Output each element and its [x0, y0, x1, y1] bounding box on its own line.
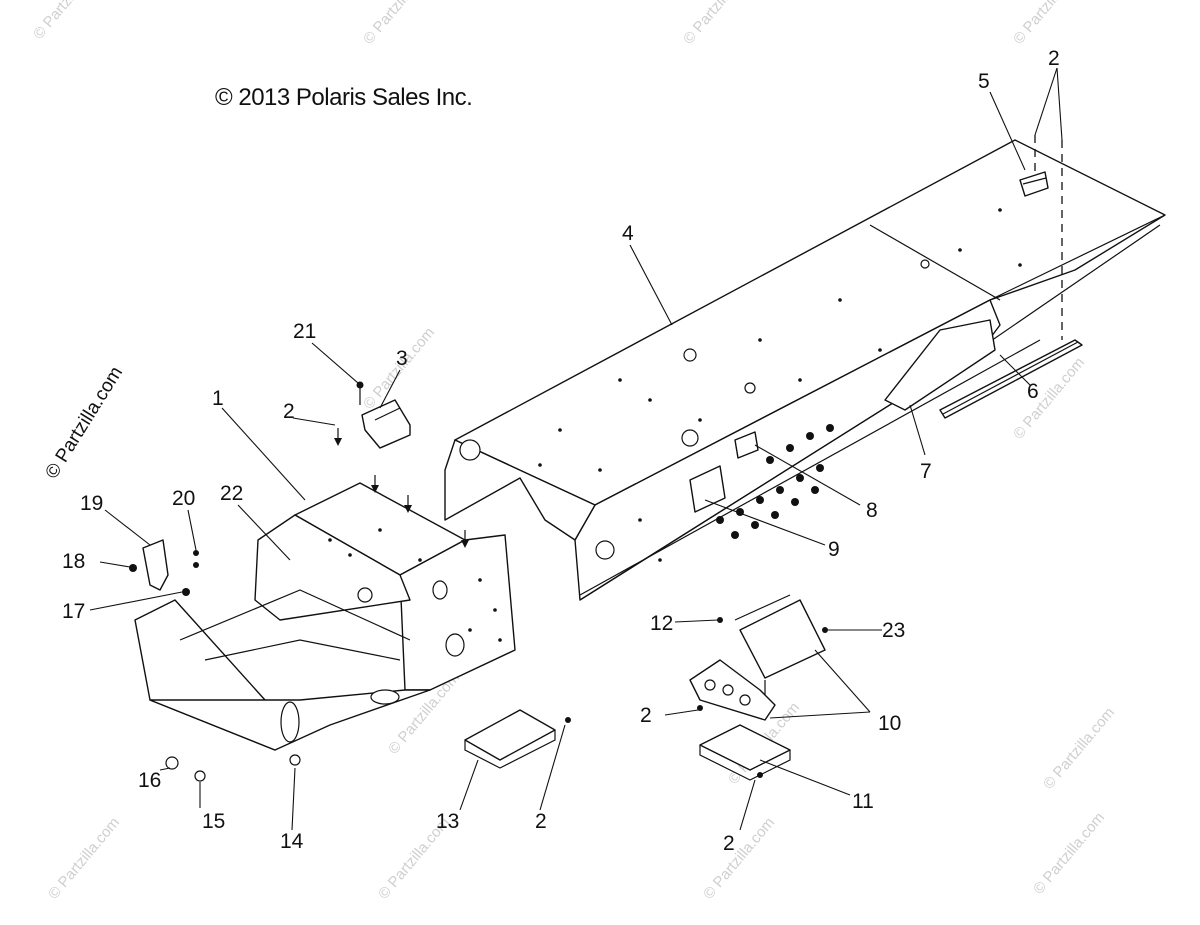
callout-2: 2: [723, 832, 735, 855]
fasteners: [129, 381, 828, 782]
callout-9: 9: [828, 538, 840, 561]
leader-lines: [89, 67, 1063, 831]
callout-6: 6: [1027, 380, 1039, 403]
watermark: © Partzilla.com: [1010, 0, 1088, 48]
tunnel-holes: [459, 208, 1022, 562]
bulkhead-opening: [280, 701, 300, 743]
watermark: © Partzilla.com: [1030, 809, 1108, 897]
plate-11-part: [699, 724, 791, 781]
callout-2: 2: [535, 810, 547, 833]
tunnel-reinforcement: [884, 319, 996, 411]
callout-22: 22: [220, 482, 243, 505]
callout-labels: 1 2 2 2 2 2 3 4 5 6 7 8 9 10 11 12 13 14…: [62, 47, 1060, 855]
tunnel-clip-part: [1019, 171, 1049, 197]
side-watermark: © Partzilla.com: [41, 363, 127, 483]
plate-13-part: [464, 709, 556, 769]
copyright-notice: © 2013 Polaris Sales Inc.: [215, 84, 473, 111]
callout-19: 19: [80, 492, 103, 515]
callout-2: 2: [640, 704, 652, 727]
watermark: © Partzilla.com: [700, 814, 778, 902]
watermark: © Partzilla.com: [30, 0, 108, 43]
callout-4: 4: [622, 222, 634, 245]
callout-17: 17: [62, 600, 85, 623]
callout-21: 21: [293, 320, 316, 343]
callout-2: 2: [283, 400, 295, 423]
callout-1: 1: [212, 387, 224, 410]
bracket-19-part: [142, 539, 169, 591]
watermark: © Partzilla.com: [1040, 704, 1118, 792]
callout-16: 16: [138, 769, 161, 792]
callout-12: 12: [650, 612, 673, 635]
callout-3: 3: [396, 347, 408, 370]
tunnel-side-plates: [689, 424, 834, 539]
callout-8: 8: [866, 499, 878, 522]
callout-20: 20: [172, 487, 195, 510]
tunnel-front: [444, 439, 596, 541]
bracket-3-part: [361, 399, 411, 449]
callout-13: 13: [436, 810, 459, 833]
direction-arrows: [334, 428, 469, 548]
callout-7: 7: [920, 460, 932, 483]
callout-18: 18: [62, 550, 85, 573]
callout-14: 14: [280, 830, 304, 853]
heat-shield-part: [689, 594, 826, 721]
callout-15: 15: [202, 810, 225, 833]
callout-11: 11: [852, 790, 874, 813]
watermark: © Partzilla.com: [45, 814, 123, 902]
callout-5: 5: [978, 70, 990, 93]
callout-2: 2: [1048, 47, 1060, 70]
callout-10: 10: [878, 712, 901, 735]
tunnel-part: [444, 139, 1166, 601]
watermark: © Partzilla.com: [360, 0, 438, 48]
callout-23: 23: [882, 619, 905, 642]
bulkhead-part: [134, 482, 516, 751]
watermark: © Partzilla.com: [680, 0, 758, 48]
rail-strip-part: [939, 339, 1083, 419]
